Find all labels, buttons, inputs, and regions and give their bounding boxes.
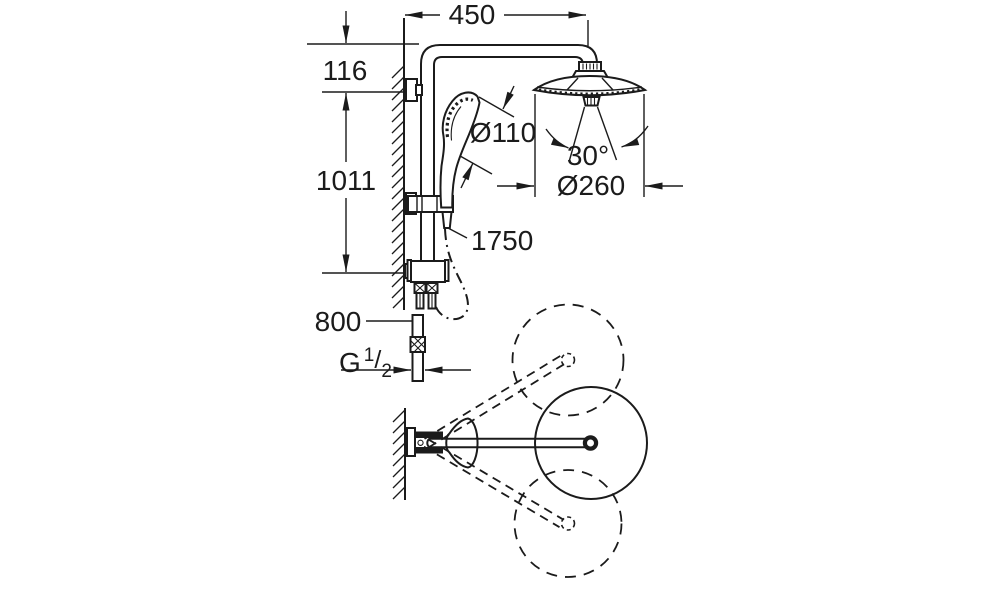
dim-260-label: Ø260 (557, 170, 626, 201)
dimension-lines (307, 11, 683, 374)
holder-divisions (416, 196, 438, 212)
head-shower (531, 61, 648, 163)
wall-upper (391, 18, 405, 310)
swivel-arm (426, 437, 586, 449)
head-shower-nozzle-band (538, 88, 641, 95)
swivel-knob-lower (560, 516, 576, 531)
pivot-pin (417, 439, 424, 446)
dim-30-arc-right (621, 125, 649, 148)
swivel-knob-upper (560, 352, 576, 368)
wall-lower (392, 408, 406, 500)
head-shower-body (531, 74, 648, 97)
wall-plate-plan (406, 427, 416, 457)
swivel-arm-dashed-lower (423, 438, 565, 528)
spray-cone-line-right (596, 106, 618, 161)
ball-joint-ribs (582, 63, 598, 70)
supply-pipe (409, 314, 426, 382)
wall-bracket-stem (415, 84, 423, 96)
hose-connector (441, 211, 453, 229)
supply-union-nut (409, 336, 426, 353)
spray-cone-line-left (568, 106, 586, 163)
thread-slash: / (374, 346, 381, 374)
thread-numerator: 1 (364, 345, 375, 366)
wall-hatching (391, 65, 405, 309)
dim-110-arrow-top (502, 85, 515, 110)
thread-denominator: 2 (381, 361, 392, 382)
pipe-outer-edge (420, 44, 598, 261)
swivel-position-circle-lower (513, 469, 623, 578)
dim-30-label: 30° (567, 140, 609, 171)
swivel-position-circle-upper (511, 303, 625, 417)
dim-110-label: Ø110 (470, 117, 536, 148)
swivel-arm-dashed-upper (424, 355, 565, 449)
hand-shower-plan-bell (445, 417, 479, 469)
dim-30-arc-left (545, 128, 569, 149)
hand-shower-spray-face (445, 97, 474, 138)
leader-1750 (447, 227, 468, 239)
head-shower-plan-circle (534, 386, 648, 500)
dim-800-label: 800 (315, 306, 362, 337)
hand-shower-face-edge (450, 106, 462, 141)
dim-110-arrow-bottom (460, 162, 474, 189)
wall-hatching-lower (392, 409, 406, 500)
mount-clamp-top (415, 431, 443, 438)
arm-end-knob (582, 435, 599, 451)
hand-shower (439, 91, 481, 229)
joint-cone-lines (566, 77, 614, 91)
spray-former-ribs (586, 97, 596, 105)
swivel-top-view (392, 303, 648, 578)
union-nut-left-hatch (414, 282, 426, 294)
thread-letter: G (339, 347, 361, 378)
hand-shower-body (439, 91, 481, 209)
dim-1011-label: 1011 (316, 165, 376, 196)
head-shower-rim (536, 86, 643, 92)
union-nut-right-hatch (426, 282, 438, 294)
front-view (307, 11, 683, 382)
supply-union-hatch (410, 336, 426, 353)
shower-hose (435, 228, 469, 321)
dim-110-ext-top (478, 96, 515, 118)
diverter-body (410, 260, 446, 283)
mount-clamp-bottom (415, 447, 443, 454)
diverter-connections (404, 259, 450, 310)
dim-450-label: 450 (449, 0, 496, 30)
dim-1750-label: 1750 (471, 225, 533, 256)
dim-116-label: 116 (323, 55, 368, 86)
